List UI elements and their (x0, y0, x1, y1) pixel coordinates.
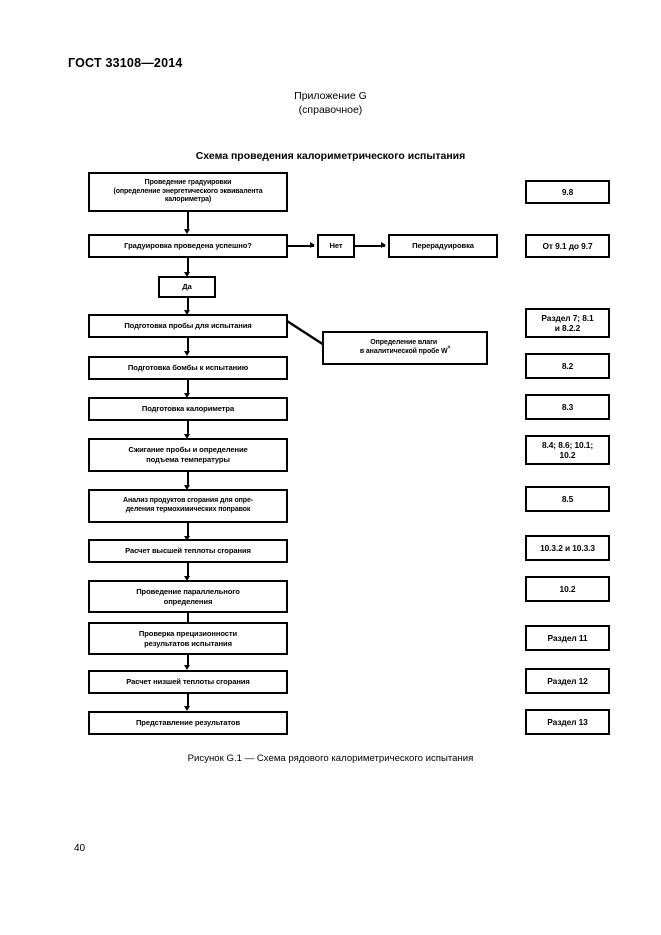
reference-box-1: 9.8 (525, 180, 610, 204)
reference-box-4: 8.2 (525, 353, 610, 379)
connector-question-to-yes (187, 258, 189, 274)
arrow-bomb-to-calorimeter (184, 393, 190, 398)
page-number: 40 (74, 843, 86, 854)
arrow-yes-to-sample-prep (184, 310, 190, 315)
arrow-gross-to-parallel (184, 576, 190, 581)
arrow-calibration-to-question (184, 229, 190, 234)
connector-calibration-to-question (187, 212, 189, 231)
appendix-heading: Приложение G (справочное) (0, 89, 661, 117)
arrow-no-to-recalibration (381, 242, 386, 248)
flow-node-gross-calc: Расчет высшей теплоты сгорания (88, 539, 288, 563)
appendix-title: Приложение G (294, 90, 367, 102)
flow-node-recalibration: Перерадуировка (388, 234, 498, 258)
flow-node-yes: Да (158, 276, 216, 298)
connector-gross-to-parallel (187, 563, 189, 578)
flow-node-net-calc: Расчет низшей теплоты сгорания (88, 670, 288, 694)
reference-box-5: 8.3 (525, 394, 610, 420)
standard-header: ГОСТ 33108—2014 (68, 56, 183, 70)
connector-yes-to-sample-prep (187, 298, 189, 312)
reference-box-2: От 9.1 до 9.7 (525, 234, 610, 258)
connector-sample-prep-to-bomb (187, 338, 189, 353)
scheme-title: Схема проведения калориметрического испы… (195, 150, 466, 162)
connector-bomb-to-calorimeter (187, 380, 189, 395)
connector-calorimeter-to-combustion (187, 421, 189, 436)
arrow-sample-prep-to-bomb (184, 351, 190, 356)
flow-node-calibration: Проведение градуировки(определение энерг… (88, 172, 288, 212)
reference-box-10: Раздел 11 (525, 625, 610, 651)
connector-products-to-gross (187, 523, 189, 538)
arrow-products-to-gross (184, 536, 190, 541)
flow-node-calorimeter-prep: Подготовка калориметра (88, 397, 288, 421)
flow-node-sample-prep: Подготовка пробы для испытания (88, 314, 288, 338)
reference-box-8: 10.3.2 и 10.3.3 (525, 535, 610, 561)
connector-no-to-recalibration (355, 245, 385, 247)
flow-node-bomb-prep: Подготовка бомбы к испытанию (88, 356, 288, 380)
reference-box-9: 10.2 (525, 576, 610, 602)
arrow-question-to-no (310, 242, 315, 248)
flow-node-calibration-ok: Градуировка проведена успешно? (88, 234, 288, 258)
reference-box-11: Раздел 12 (525, 668, 610, 694)
arrow-calorimeter-to-combustion (184, 434, 190, 439)
flow-node-products-analysis: Анализ продуктов сгорания для опре-делен… (88, 489, 288, 523)
flow-node-report: Представление результатов (88, 711, 288, 735)
arrow-net-to-report (184, 706, 190, 711)
reference-box-6: 8.4; 8.6; 10.1;10.2 (525, 435, 610, 465)
flow-node-no: Нет (317, 234, 355, 258)
connector-precision-to-net (187, 655, 189, 667)
connector-question-to-no (288, 245, 314, 247)
reference-box-7: 8.5 (525, 486, 610, 512)
arrow-precision-to-net (184, 665, 190, 670)
moisture-superscript: a (447, 344, 451, 350)
connector-net-to-report (187, 694, 189, 708)
arrow-question-to-yes (184, 272, 190, 277)
arrow-combustion-to-products (184, 485, 190, 490)
connector-combustion-to-products (187, 472, 189, 487)
connector-parallel-to-precision (187, 613, 189, 628)
reference-box-12: Раздел 13 (525, 709, 610, 735)
figure-caption: Рисунок G.1 — Схема рядового калориметри… (187, 753, 474, 764)
appendix-subtitle: (справочное) (298, 104, 363, 116)
